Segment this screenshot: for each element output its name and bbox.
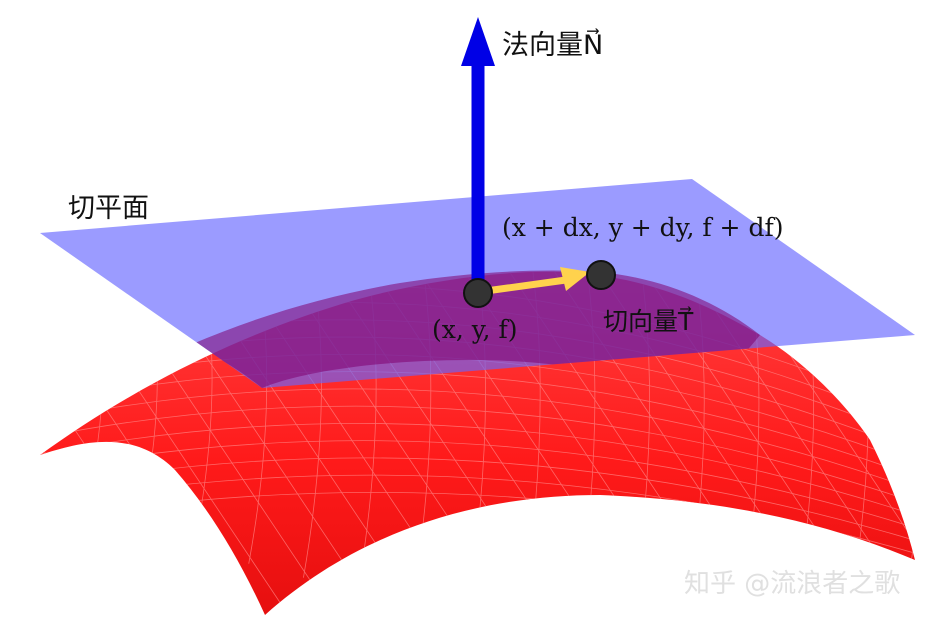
surface-mesh-line	[0, 250, 35, 622]
surface-mesh-line	[40, 371, 915, 483]
tangent-vector	[485, 267, 590, 295]
normal-vector-arrowhead	[461, 17, 495, 66]
point-start	[463, 278, 493, 308]
tangent-plane-label: 切平面	[68, 193, 149, 224]
surface-mesh-line	[84, 293, 104, 514]
normal-vector-label: 法向量N⃗	[502, 28, 603, 61]
tangent-vector-label: 切向量T⃗	[603, 306, 694, 336]
surface-mesh-line	[40, 423, 915, 521]
surface-mesh-line	[40, 299, 49, 496]
watermark: 知乎 @流浪者之歌	[684, 569, 900, 599]
normal-vector	[461, 17, 495, 292]
surface-mesh-line	[904, 299, 915, 601]
tangent-vector-shaft	[485, 276, 567, 295]
surface-mesh-line	[40, 405, 915, 508]
tangent-vector-arrowhead	[560, 267, 590, 291]
point-end-label: (x + dx, y + dy, f + df)	[502, 213, 783, 242]
point-start-label: (x, y, f)	[432, 315, 517, 344]
surface-mesh-line	[40, 388, 915, 496]
surface-mesh-line	[899, 271, 915, 615]
point-end	[586, 260, 616, 290]
